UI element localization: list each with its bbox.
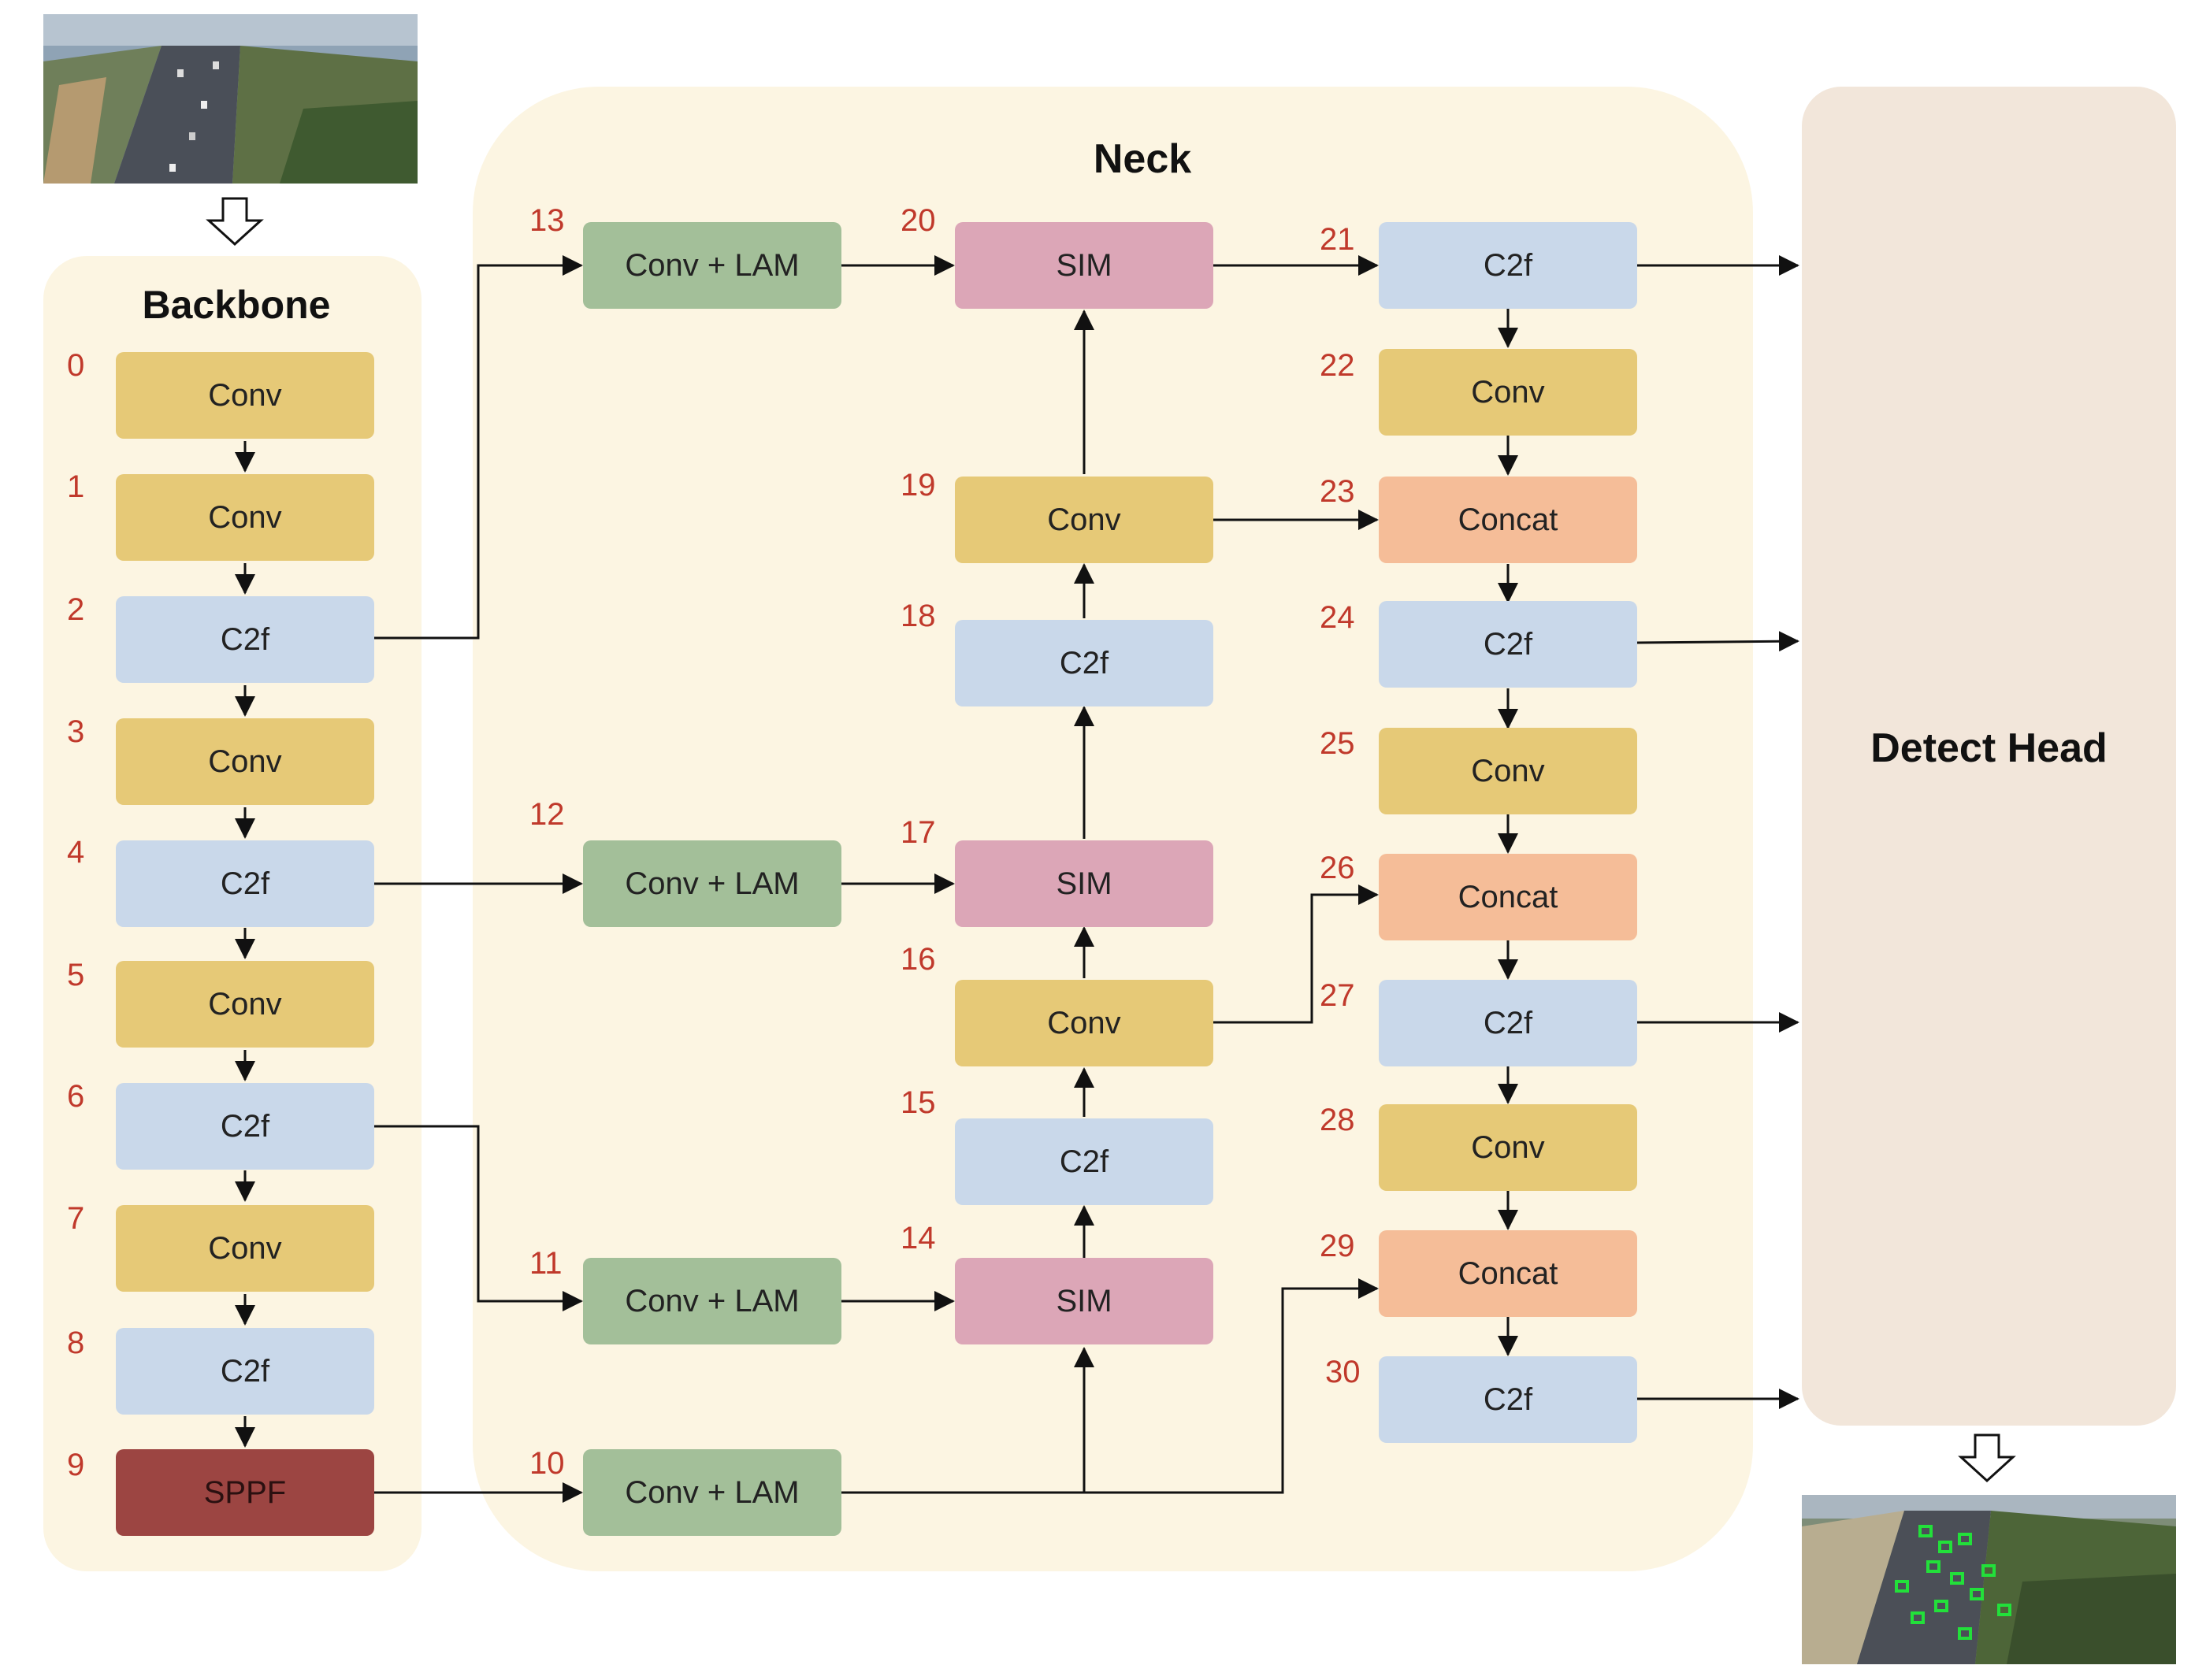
backbone-index-9: 9 [67, 1448, 85, 1482]
backbone-conv-block-0: Conv [116, 352, 374, 439]
backbone-c2f-block-4: C2f [116, 840, 374, 927]
neck-index-23: 23 [1320, 474, 1355, 509]
neck-index-22: 22 [1320, 348, 1355, 383]
backbone-index-7: 7 [67, 1201, 85, 1236]
conv-lam-block-12: Conv + LAM [583, 840, 841, 927]
neck-index-17: 17 [901, 815, 936, 850]
c2f-block-21: C2f [1379, 222, 1637, 309]
backbone-conv-block-3: Conv [116, 718, 374, 805]
input-aerial-image [43, 14, 418, 184]
conv-block-22: Conv [1379, 349, 1637, 436]
c2f-block-27: C2f [1379, 980, 1637, 1066]
neck-index-26: 26 [1320, 851, 1355, 885]
neck-index-18: 18 [901, 599, 936, 633]
conv-lam-block-10: Conv + LAM [583, 1449, 841, 1536]
output-detection-image [1802, 1495, 2176, 1664]
backbone-index-8: 8 [67, 1326, 85, 1360]
backbone-index-6: 6 [67, 1079, 85, 1114]
backbone-conv-block-1: Conv [116, 474, 374, 561]
conv-block-28: Conv [1379, 1104, 1637, 1191]
conv-block-19: Conv [955, 477, 1213, 563]
neck-index-21: 21 [1320, 222, 1355, 257]
sim-block-20: SIM [955, 222, 1213, 309]
backbone-sppf-block-9: SPPF [116, 1449, 374, 1536]
backbone-index-4: 4 [67, 835, 85, 870]
detect-head-title: Detect Head [1870, 725, 2108, 771]
neck-index-27: 27 [1320, 978, 1355, 1013]
conv-lam-block-11: Conv + LAM [583, 1258, 841, 1344]
concat-block-26: Concat [1379, 854, 1637, 940]
backbone-index-3: 3 [67, 714, 85, 749]
sim-block-17: SIM [955, 840, 1213, 927]
backbone-index-5: 5 [67, 958, 85, 992]
neck-index-24: 24 [1320, 600, 1355, 635]
neck-index-29: 29 [1320, 1229, 1355, 1263]
backbone-index-1: 1 [67, 469, 85, 504]
neck-index-28: 28 [1320, 1103, 1355, 1137]
backbone-c2f-block-8: C2f [116, 1328, 374, 1415]
c2f-block-18: C2f [955, 620, 1213, 706]
c2f-block-30: C2f [1379, 1356, 1637, 1443]
neck-index-16: 16 [901, 942, 936, 977]
backbone-title: Backbone [142, 283, 331, 327]
conv-lam-block-13: Conv + LAM [583, 222, 841, 309]
conv-block-25: Conv [1379, 728, 1637, 814]
neck-title: Neck [1093, 136, 1192, 182]
c2f-block-24: C2f [1379, 601, 1637, 688]
neck-index-10: 10 [529, 1446, 565, 1481]
backbone-c2f-block-2: C2f [116, 596, 374, 683]
neck-index-19: 19 [901, 468, 936, 503]
c2f-block-15: C2f [955, 1118, 1213, 1205]
concat-block-29: Concat [1379, 1230, 1637, 1317]
neck-index-30: 30 [1325, 1355, 1361, 1389]
neck-index-15: 15 [901, 1085, 936, 1120]
backbone-index-0: 0 [67, 348, 85, 383]
concat-block-23: Concat [1379, 477, 1637, 563]
input-down-arrow [206, 197, 264, 247]
neck-index-14: 14 [901, 1221, 936, 1255]
neck-index-25: 25 [1320, 726, 1355, 761]
neck-index-13: 13 [529, 203, 565, 238]
sim-block-14: SIM [955, 1258, 1213, 1344]
backbone-conv-block-7: Conv [116, 1205, 374, 1292]
neck-index-12: 12 [529, 797, 565, 832]
detect-head-panel [1802, 87, 2176, 1426]
backbone-conv-block-5: Conv [116, 961, 374, 1048]
backbone-index-2: 2 [67, 592, 85, 627]
neck-index-20: 20 [901, 203, 936, 238]
backbone-c2f-block-6: C2f [116, 1083, 374, 1170]
neck-index-11: 11 [529, 1246, 563, 1281]
conv-block-16: Conv [955, 980, 1213, 1066]
output-down-arrow [1958, 1433, 2016, 1483]
